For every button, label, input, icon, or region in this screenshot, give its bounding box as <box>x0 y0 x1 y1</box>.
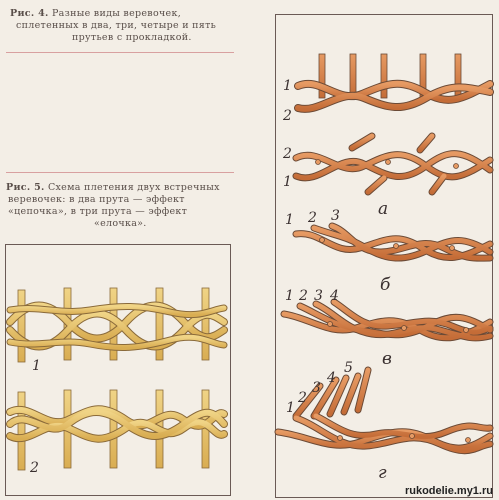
figure-letter-g: г <box>378 463 387 483</box>
figure-letter-v: в <box>382 349 392 369</box>
figure-letter-a: а <box>378 199 388 219</box>
g-rod-label-3: 3 <box>312 380 321 396</box>
v-rod-label-1: 1 <box>285 288 294 304</box>
top-label-2: 2 <box>282 108 292 124</box>
fig5-line-1: Схема плетения двух встречных <box>47 182 220 193</box>
left-label-2: 2 <box>29 460 39 476</box>
rope-b-three-rods <box>292 222 494 262</box>
a-rod-label-1: 1 <box>283 174 292 190</box>
fig4-line-1: Разные виды веревочек, <box>51 8 182 19</box>
fig4-line-3: прутьев с прокладкой. <box>72 32 192 43</box>
b-rod-label-1: 1 <box>285 212 294 228</box>
rope-g-five-rods <box>274 366 494 455</box>
yellow-chain-2 <box>6 389 228 471</box>
left-figure-panel <box>5 244 231 496</box>
watermark: rukodelie.my1.ru <box>404 485 493 497</box>
fig5-label: Рис. 5. <box>6 182 45 193</box>
b-rod-label-3: 3 <box>331 208 340 224</box>
rope-v-four-rods <box>280 298 494 342</box>
g-rod-label-4: 4 <box>326 370 336 386</box>
left-label-1: 1 <box>32 358 41 374</box>
divider-1 <box>6 52 234 53</box>
top-label-1: 1 <box>283 78 292 94</box>
yellow-chain-1 <box>6 287 228 363</box>
b-rod-label-2: 2 <box>307 210 317 226</box>
v-rod-label-4: 4 <box>329 288 339 304</box>
fig5-line-3: «цепочка», в три прута — эффект <box>8 206 188 217</box>
v-rod-label-2: 2 <box>298 288 308 304</box>
v-rod-label-3: 3 <box>314 288 323 304</box>
g-rod-label-2: 2 <box>297 390 307 406</box>
fig5-line-4: «елочка». <box>94 218 147 229</box>
top-rope-with-stakes <box>294 53 494 113</box>
rope-a-two-rods <box>292 132 494 196</box>
fig5-line-2: веревочек: в два прута — эффект <box>8 194 185 205</box>
fig4-label: Рис. 4. <box>10 8 49 19</box>
fig4-line-2: сплетенных в два, три, четыре и пять <box>16 20 217 31</box>
g-rod-label-5: 5 <box>344 360 353 376</box>
a-rod-label-2: 2 <box>282 146 292 162</box>
fig5-caption: Рис. 5. Схема плетения двух встречных <box>6 182 220 194</box>
figure-letter-b: б <box>380 275 391 295</box>
divider-2 <box>6 172 234 173</box>
g-rod-label-1: 1 <box>286 400 295 416</box>
fig4-caption: Рис. 4. Разные виды веревочек, <box>10 8 181 20</box>
